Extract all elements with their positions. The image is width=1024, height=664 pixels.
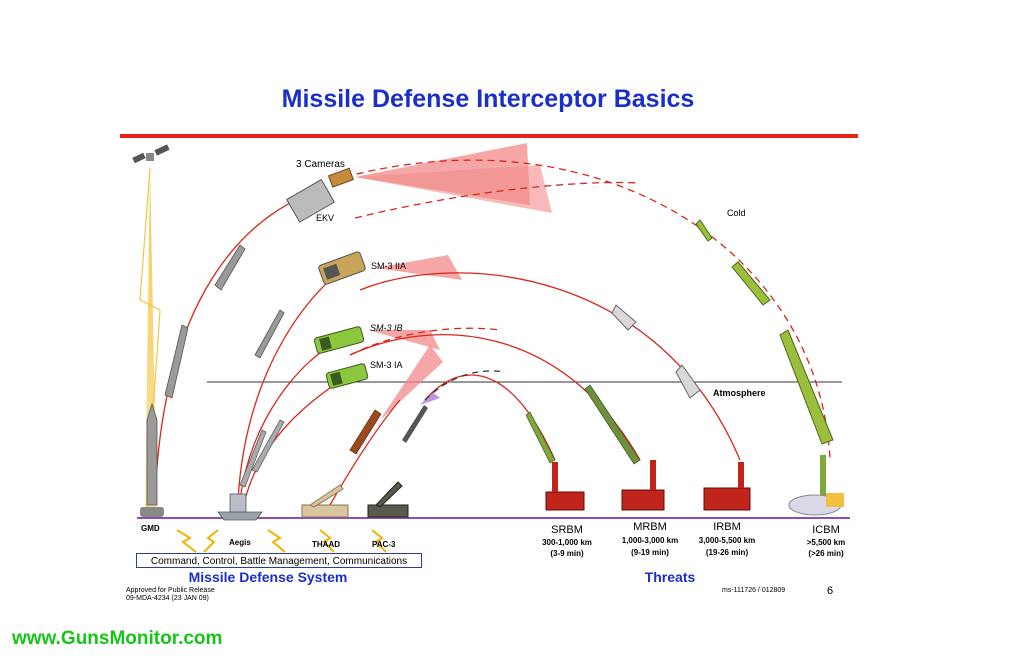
pac3-launcher-icon bbox=[367, 481, 409, 518]
lightning-icon bbox=[176, 529, 197, 553]
thaad-label: THAAD bbox=[312, 540, 340, 549]
icbm-silo-icon bbox=[788, 493, 844, 516]
aegis-label: Aegis bbox=[229, 538, 251, 547]
threat-name: SRBM bbox=[551, 524, 583, 536]
mrbm-launcher-icon bbox=[621, 460, 665, 511]
three-cameras-label: 3 Cameras bbox=[296, 159, 345, 170]
lightning-icon bbox=[267, 529, 286, 553]
icbm-stages-icon bbox=[695, 219, 834, 505]
sm3-ia-sensor-cone bbox=[380, 345, 443, 420]
thaad-missile-icon bbox=[349, 409, 382, 455]
threat-name: IRBM bbox=[713, 521, 741, 533]
aegis-missiles-icon bbox=[239, 419, 285, 488]
threat-time: (9-19 min) bbox=[631, 548, 669, 557]
release-line-1: Approved for Public Release bbox=[126, 587, 215, 594]
srbm-intercept-path bbox=[424, 370, 506, 401]
irbm-launcher-icon bbox=[703, 462, 751, 511]
pac3-label: PAC-3 bbox=[372, 540, 396, 549]
threat-irbm: IRBM 3,000-5,500 km (19-26 min) bbox=[699, 521, 756, 557]
pac3-sensor-cone bbox=[420, 392, 440, 405]
missile-defense-system-heading: Missile Defense System bbox=[189, 569, 348, 585]
mrbm-warhead-icon bbox=[611, 304, 637, 331]
sm3-iia-label: SM-3 IIA bbox=[371, 261, 406, 271]
threat-range: 300-1,000 km bbox=[542, 538, 592, 547]
release-line-2: 09-MDA-4234 (23 JAN 09) bbox=[126, 595, 209, 602]
srbm-launcher-icon bbox=[545, 462, 585, 511]
threat-name: ICBM bbox=[812, 524, 840, 536]
watermark: www.GunsMonitor.com bbox=[11, 628, 222, 649]
lightning-icon bbox=[319, 529, 335, 553]
threat-icbm: ICBM >5,500 km (>26 min) bbox=[807, 524, 845, 558]
document-id: ms-111726 / 012809 bbox=[722, 587, 785, 594]
page-title: Missile Defense Interceptor Basics bbox=[282, 85, 695, 113]
sm3-ia-label: SM-3 IA bbox=[370, 360, 403, 370]
ekv-icon bbox=[285, 167, 354, 223]
sm3-ib-sensor-cone bbox=[368, 330, 440, 350]
cold-label: Cold bbox=[727, 208, 746, 218]
lightning-icon bbox=[371, 529, 387, 553]
threat-name: MRBM bbox=[633, 521, 667, 533]
ekv-label: EKV bbox=[316, 213, 334, 223]
threat-range: 1,000-3,000 km bbox=[622, 536, 679, 545]
threat-mrbm: MRBM 1,000-3,000 km (9-19 min) bbox=[622, 521, 679, 557]
sm3-iia-icon bbox=[318, 251, 366, 285]
sm3-ia-icon bbox=[325, 363, 369, 389]
threat-time: (3-9 min) bbox=[550, 549, 584, 558]
command-control-box: Command, Control, Battle Management, Com… bbox=[136, 553, 422, 568]
gmd-interceptor-icon bbox=[140, 244, 285, 517]
pac3-missile-icon bbox=[402, 405, 428, 443]
threat-range: 3,000-5,500 km bbox=[699, 536, 756, 545]
threat-range: >5,500 km bbox=[807, 538, 845, 547]
threat-time: (>26 min) bbox=[808, 549, 844, 558]
atmosphere-label: Atmosphere bbox=[713, 388, 766, 398]
gmd-trajectory bbox=[154, 189, 321, 506]
threat-time: (19-26 min) bbox=[706, 548, 749, 557]
lightning-icon bbox=[203, 529, 219, 553]
page-number: 6 bbox=[827, 585, 833, 597]
irbm-trajectory bbox=[359, 272, 741, 461]
srbm-missile-icon bbox=[525, 411, 556, 464]
aegis-ship-icon bbox=[217, 493, 263, 521]
gmd-label: GMD bbox=[141, 524, 160, 533]
sm3-ib-label: SM-3 IB bbox=[370, 323, 403, 333]
sm3-ib-trajectory bbox=[239, 339, 341, 501]
sm3-ib-icon bbox=[313, 326, 365, 354]
title-rule bbox=[120, 134, 858, 138]
threats-heading: Threats bbox=[645, 569, 696, 585]
icbm-trajectory bbox=[344, 159, 831, 461]
irbm-warhead-icon bbox=[675, 364, 701, 399]
mrbm-missile-icon bbox=[584, 384, 641, 465]
thaad-launcher-icon bbox=[301, 484, 349, 518]
ekv-sensor-cone bbox=[355, 165, 552, 213]
threat-srbm: SRBM 300-1,000 km (3-9 min) bbox=[542, 524, 592, 558]
srbm-trajectory bbox=[424, 374, 556, 461]
satellite-icon bbox=[132, 144, 170, 164]
